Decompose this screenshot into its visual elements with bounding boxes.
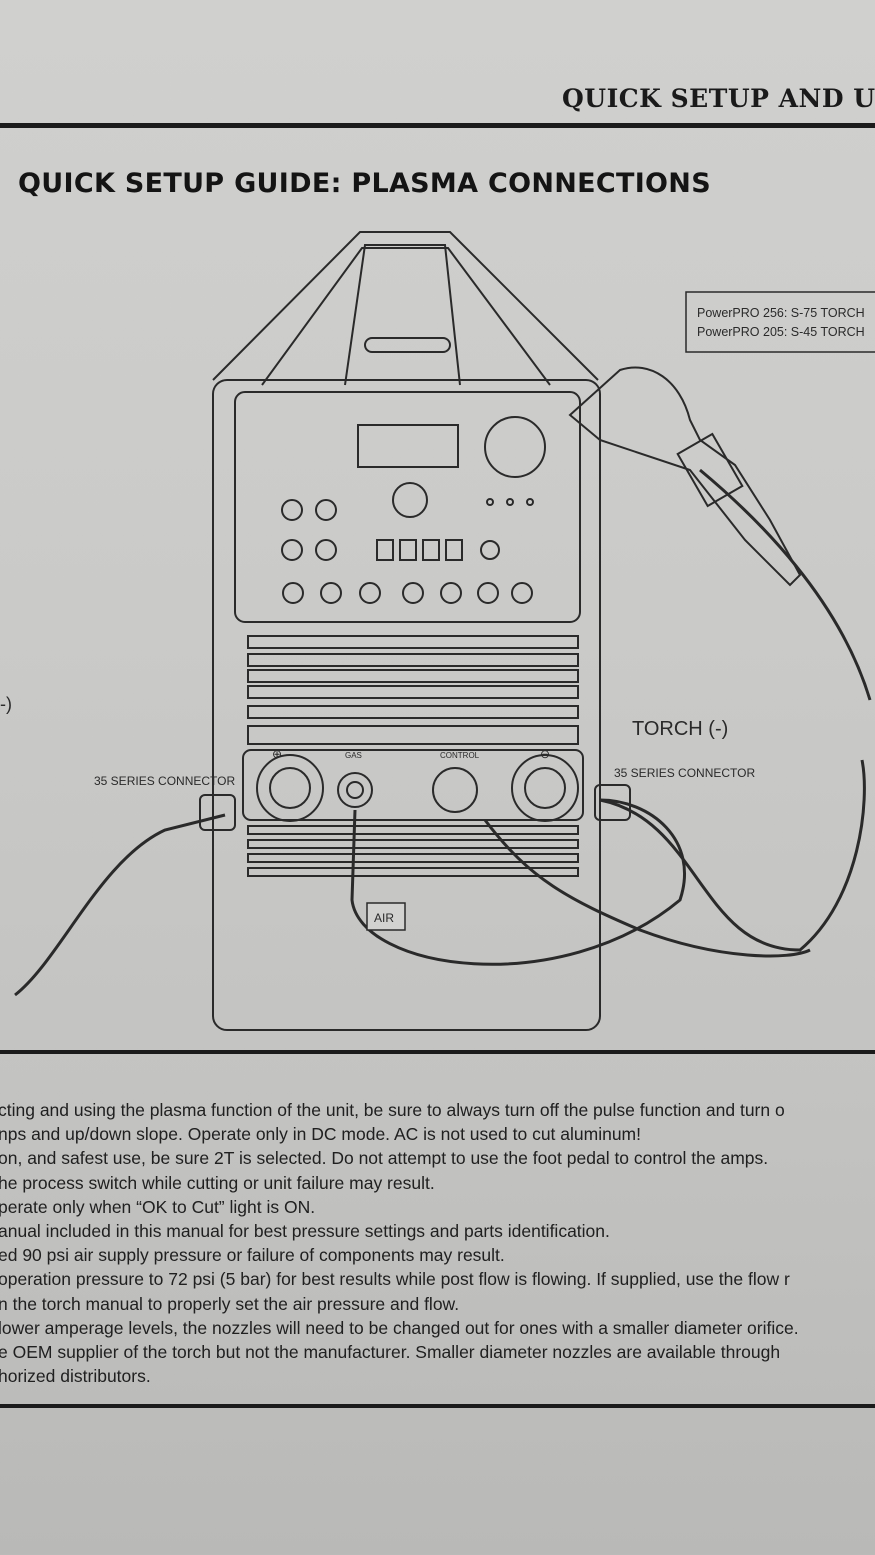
left-connector-label: 35 SERIES CONNECTOR [94,774,235,788]
air-label-box [366,902,406,931]
gas-label: GAS [345,751,362,760]
air-label: AIR [374,911,394,925]
right-connector [594,784,631,821]
note-line: lower amperage levels, the nozzles will … [0,1317,799,1338]
welder-handle [212,231,599,386]
right-connector-label: 35 SERIES CONNECTOR [614,766,755,780]
note-line: anual included in this manual for best p… [0,1221,610,1242]
left-connector [199,794,236,831]
section-header: QUICK SETUP AND US [562,84,875,113]
panel-buttons [281,498,534,604]
note-line: cting and using the plasma function of t… [0,1100,785,1120]
torch-model-205: PowerPRO 205: S-45 TORCH [697,325,865,339]
note-line: horized distributors. [0,1366,151,1387]
display [357,424,459,468]
note-line: on, and safest use, be sure 2T is select… [0,1148,769,1169]
control-panel [234,391,581,623]
control-label: CONTROL [440,751,480,760]
note-line: operation pressure to 72 psi (5 bar) for… [0,1269,790,1290]
note-line: he process switch while cutting or unit … [0,1172,435,1193]
torch [199,366,802,831]
torch-model-256: PowerPRO 256: S-75 TORCH [697,306,865,320]
negative-terminal-label: ⊖ [540,747,550,761]
setup-notes: cting and using the plasma function of t… [0,1098,875,1388]
left-partial-label: -) [0,694,12,714]
page-title: QUICK SETUP GUIDE: PLASMA CONNECTIONS [18,168,711,199]
vent-slots [247,635,579,877]
note-line: n the torch manual to properly set the a… [0,1293,460,1314]
main-knob [484,416,546,478]
welder-body [212,379,601,1031]
note-line: ed 90 psi air supply pressure or failure… [0,1245,505,1266]
positive-terminal-label: ⊕ [272,747,282,761]
front-connectors [242,749,584,822]
bottom-rule [0,1404,875,1408]
header-rule [0,123,875,128]
note-line: perate only when “OK to Cut” light is ON… [0,1196,316,1217]
torch-model-box [685,291,875,353]
plasma-connection-diagram: ⊕ GAS CONTROL ⊖ PowerPRO 256: S-75 TORCH… [0,231,875,1031]
knob [392,482,428,518]
cables [14,468,872,997]
torch-label: TORCH (-) [632,718,728,740]
section-rule [0,1050,875,1054]
note-line: nps and up/down slope. Operate only in D… [0,1124,641,1145]
note-line: e OEM supplier of the torch but not the … [0,1342,781,1363]
